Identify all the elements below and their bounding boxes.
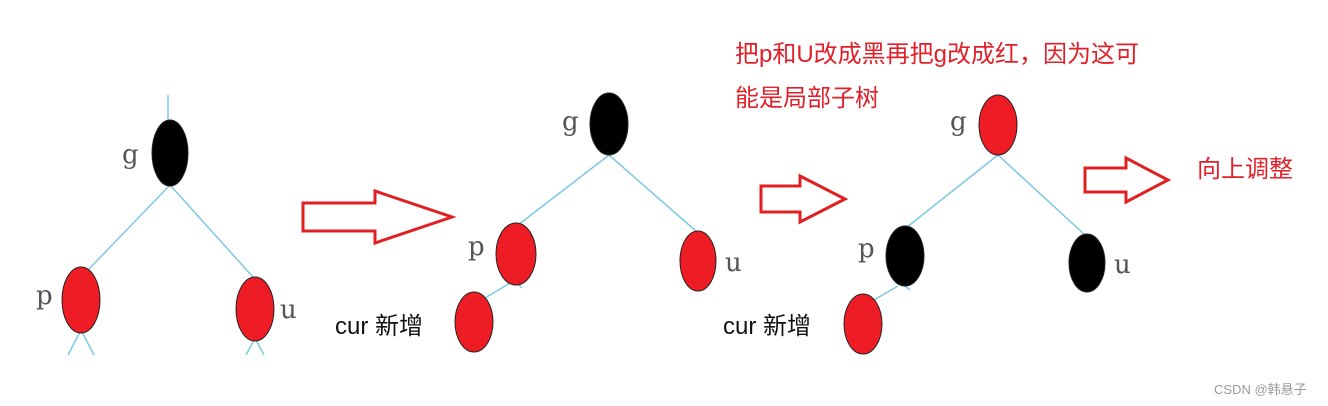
node-p — [885, 225, 925, 287]
edge-g-u — [997, 154, 1086, 236]
edge-g-p — [906, 154, 999, 228]
edge-g-p — [87, 184, 171, 271]
up-adjust-label: 向上调整 — [1197, 156, 1293, 183]
tree-stage-3: g p u cur 新增 — [723, 94, 1131, 355]
annotation-line-1: 把p和U改成黑再把g改成红，因为这可 — [735, 41, 1139, 68]
arrow-right-3 — [1083, 155, 1172, 205]
arrow-right-1 — [301, 188, 457, 246]
node-g — [978, 94, 1018, 156]
node-g — [589, 92, 629, 156]
edge-p-cur — [873, 285, 899, 301]
arrow-right-2 — [759, 173, 849, 225]
node-u — [235, 276, 275, 342]
label-p: p — [36, 281, 53, 311]
node-cur — [454, 291, 494, 353]
label-g: g — [950, 107, 967, 137]
tree-stage-2: g p u cur 新增 — [335, 92, 742, 353]
label-p: p — [468, 232, 485, 262]
label-g: g — [562, 107, 579, 137]
watermark: CSDN @韩悬子 — [1214, 382, 1307, 397]
edge-p-cur — [484, 282, 511, 299]
label-cur-new: cur 新增 — [335, 313, 423, 340]
annotation-line-2: 能是局部子树 — [735, 85, 879, 112]
label-u: u — [280, 295, 297, 325]
label-p: p — [858, 234, 875, 264]
edge-p-left-stub — [67, 329, 82, 356]
node-u — [679, 230, 717, 292]
node-p — [495, 222, 537, 286]
edge-g-u — [169, 184, 254, 278]
label-u: u — [1114, 250, 1131, 280]
node-cur — [843, 293, 883, 355]
label-u: u — [725, 248, 742, 278]
tree-stage-1: g p u — [36, 95, 297, 356]
edge-p-right-stub — [80, 329, 95, 356]
node-g — [151, 119, 189, 187]
edge-g-p — [517, 154, 610, 226]
label-g: g — [122, 140, 139, 170]
node-p — [61, 266, 101, 334]
node-u — [1068, 233, 1106, 293]
label-cur-new: cur 新增 — [723, 313, 811, 340]
edge-g-u — [608, 154, 698, 233]
